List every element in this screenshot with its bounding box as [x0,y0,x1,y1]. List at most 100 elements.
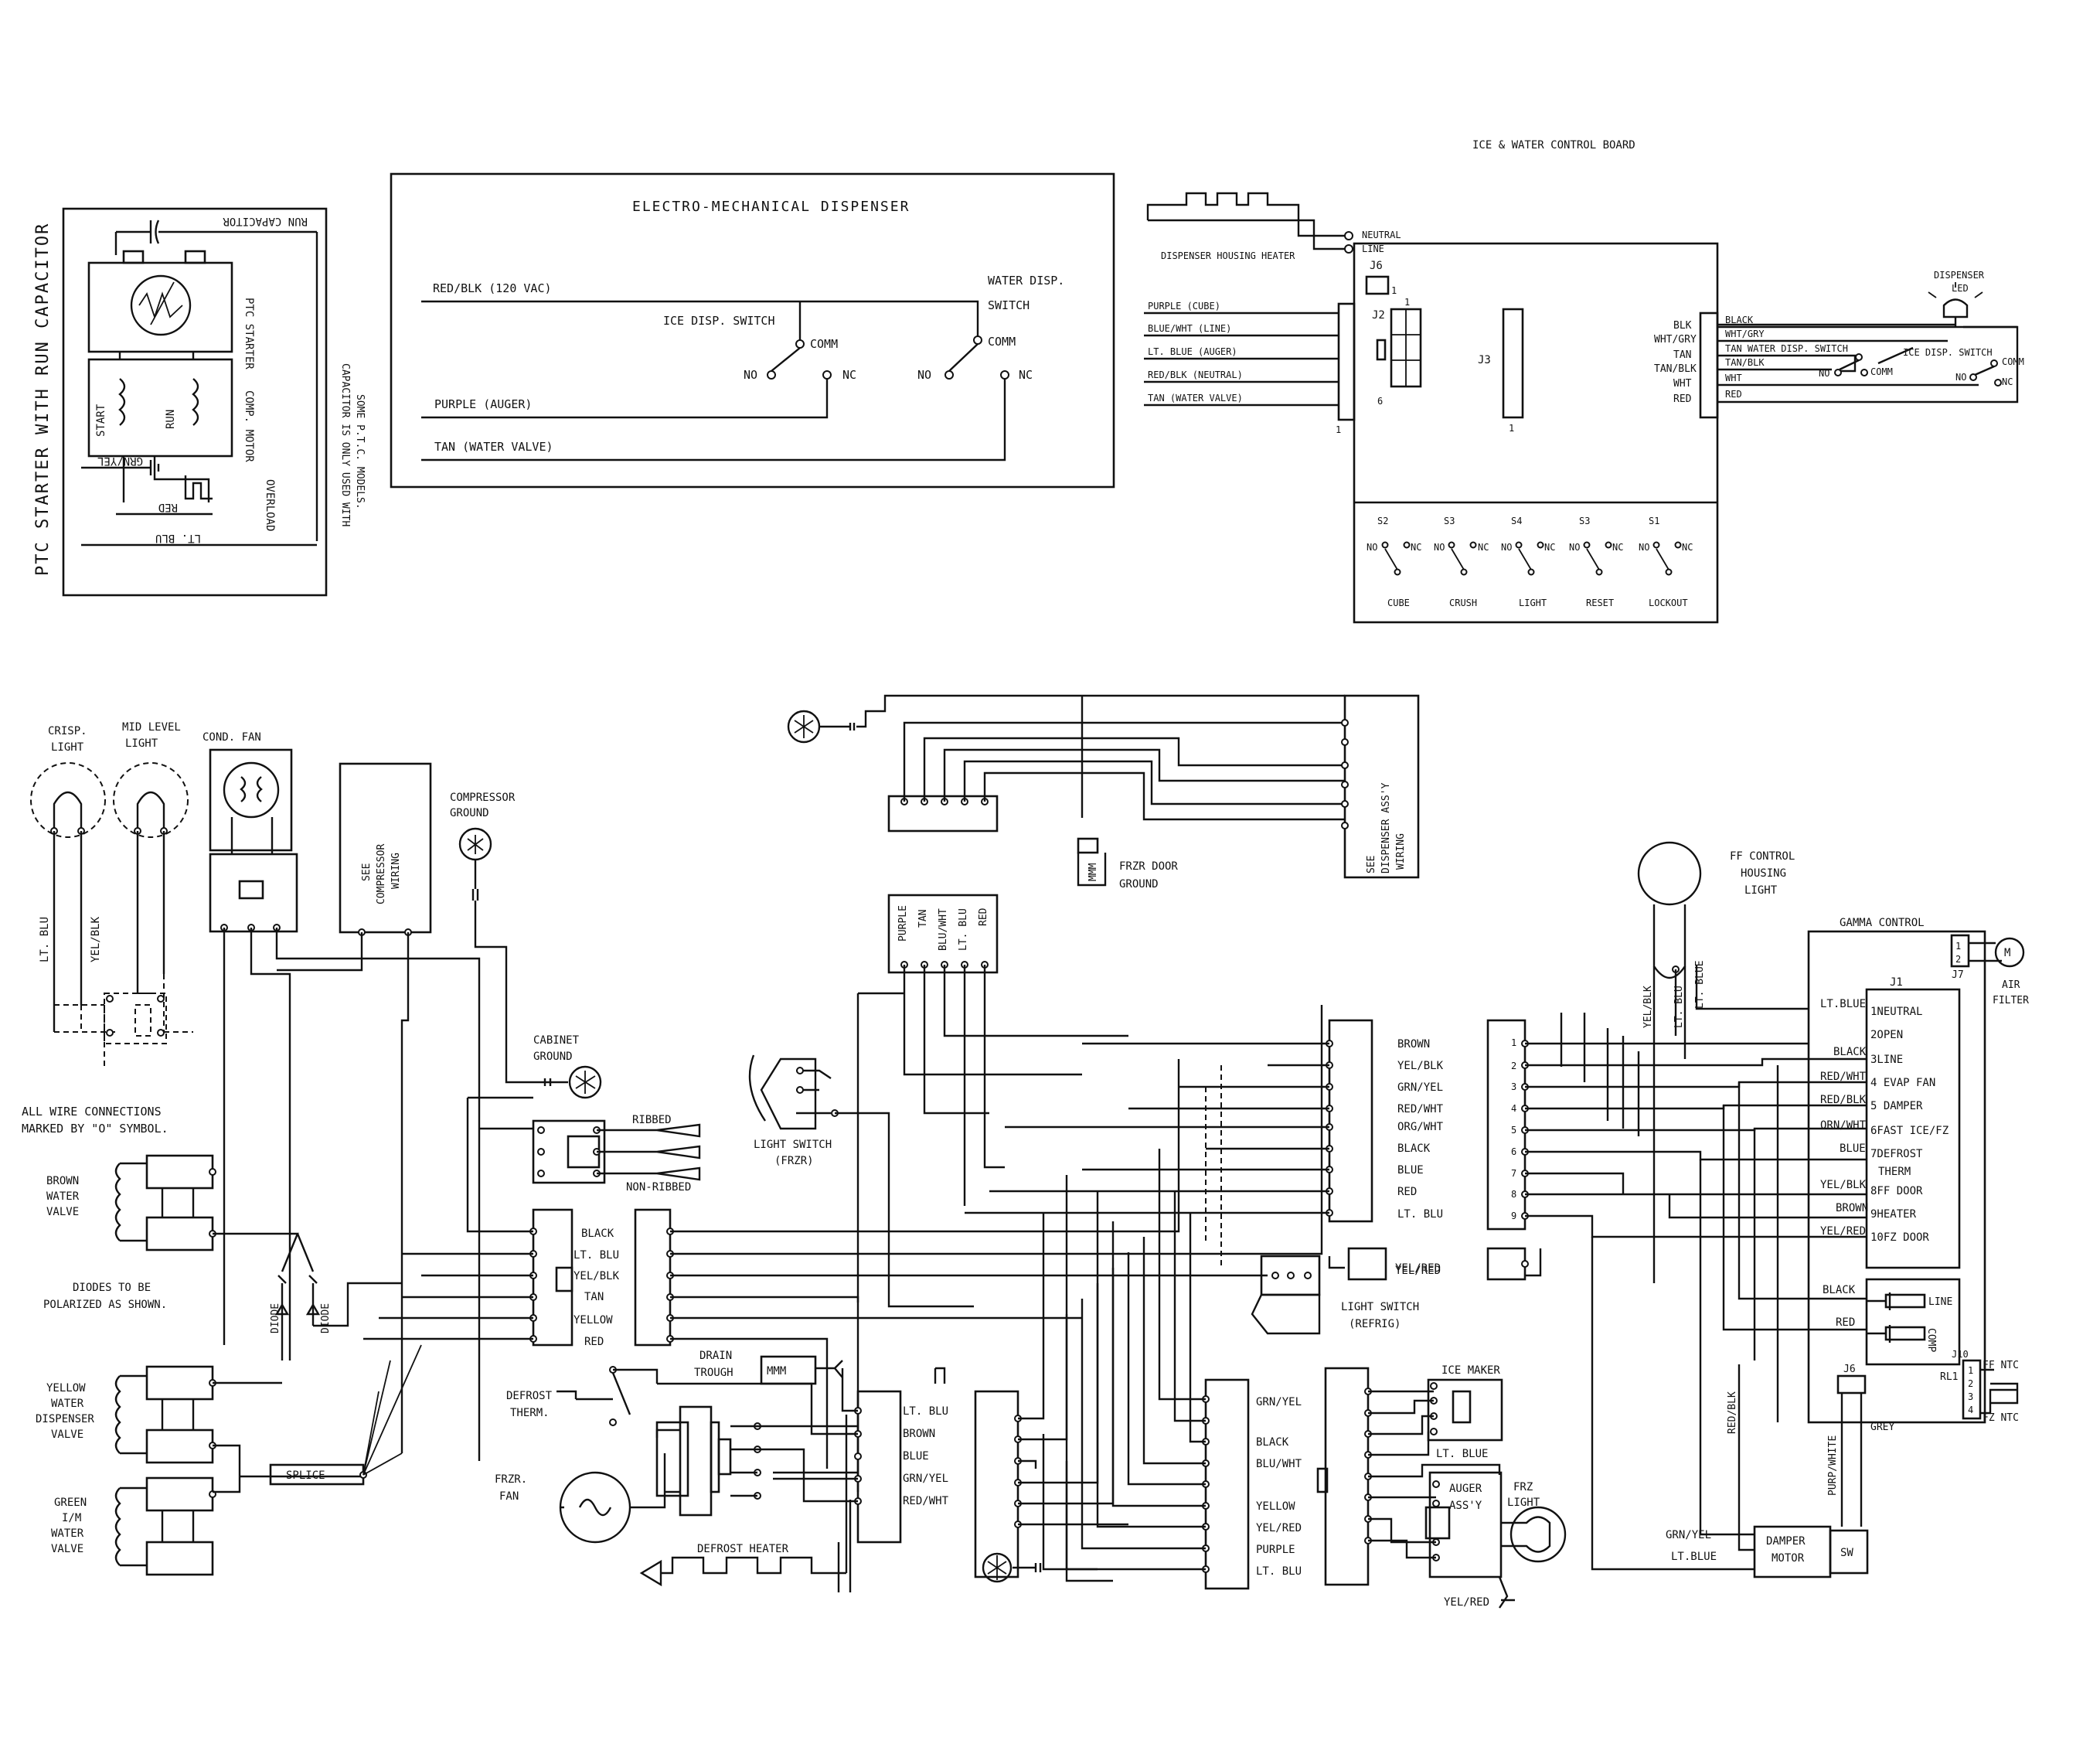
yel-blk-vertical-label: YEL/BLK [90,916,102,962]
pin-label: BROWN [903,1428,935,1440]
ptc-starter-label: PTC STARTER [243,298,255,369]
diodes-note-2: POLARIZED AS SHOWN. [43,1299,167,1311]
j6-connector [1365,275,1390,295]
j1-pin: 3LINE [1870,1054,1903,1066]
frz-light-label-2: LIGHT [1507,1497,1540,1509]
auger-box [1428,1471,1503,1578]
lt-blu-vertical-label: LT. BLU [39,917,51,962]
diode-label-2: DIODE [320,1303,332,1333]
switch-name: CRUSH [1449,598,1477,608]
wire-label: RED/BLK [1820,1094,1867,1106]
ptc-title: PTC STARTER WITH RUN CAPACITOR [33,223,53,576]
j1-label: J1 [1890,976,1903,989]
lower-connector-left [974,1390,1019,1578]
lt-blue-gamma-label: LT.BLUE [1671,1551,1717,1563]
j10-label: J10 [1952,1349,1969,1360]
ice-no-label: NO [744,368,757,382]
left-lights-section: CRISP. LIGHT MID LEVEL LIGHT COND. FAN S… [30,721,545,1461]
overload-label: OVERLOAD [264,479,276,531]
frzr-fan-connector [655,1405,761,1517]
overload-icon [184,475,213,500]
ff-light-label-3: LIGHT [1744,884,1778,897]
ice-disp-switch-label: ICE DISP. SWITCH [1903,347,1993,358]
switch-reset: S3 NO NC RESET [1569,516,1623,608]
cabinet-ground-icon [543,1065,602,1099]
wire-label: RED/WHT [1820,1071,1867,1083]
wire-label: YEL/BLK [1820,1179,1867,1191]
left-harness-pin: 1 [1336,424,1341,435]
right-center-section: BROWN YEL/BLK GRN/YEL RED/WHT ORG/WHT BL… [965,1019,1567,1609]
switch-name: LOCKOUT [1649,598,1688,608]
ice-water-control-board-section: ICE & WATER CONTROL BOARD DISPENSER HOUS… [1144,139,2024,624]
fz-ntc-label: FZ NTC [1983,1412,2019,1424]
upper-ground-icon [787,694,1345,744]
gamma-wiring [1525,1013,1867,1422]
left-harness-wires: PURPLE (CUBE) BLUE/WHT (LINE) LT. BLUE (… [1144,301,1339,407]
j1-wire-labels: LT.BLUE BLACK RED/WHT RED/BLK ORN/WHT BL… [1820,998,1868,1238]
wire-label: WHT/GRY [1725,329,1765,339]
green-im-water-valve: GREEN I/M WATER VALVE [51,1476,216,1576]
lower-connector-right [1204,1378,1250,1590]
switch-nc: NC [1478,542,1489,553]
pin-label: PURPLE [1256,1544,1295,1556]
pin-label: LT. BLU [574,1249,619,1262]
pin-number: 2 [1511,1061,1516,1071]
ice-nc-label: NC [842,368,856,382]
valve-label: VALVE [51,1429,83,1441]
pin-number: 3 [1511,1081,1516,1092]
valve-label: YELLOW [46,1382,86,1395]
frzr-door-mmm-label: MMM [1087,863,1099,881]
frzr-fan-label-1: FRZR. [495,1473,527,1486]
tan-water-valve-label: TAN (WATER VALVE) [434,440,553,454]
damper-motor-label-2: MOTOR [1772,1552,1805,1565]
harness-wire: TAN (WATER VALVE) [1148,393,1243,404]
comp-motor-box [87,358,233,458]
main-connector-left [532,1208,574,1347]
ice-switch-comm-label: COMM [2002,356,2024,367]
purp-white-label: PURP/WHITE [1827,1435,1839,1496]
switch-name: LIGHT [1519,598,1547,608]
ice-switch-nc-label: NC [2002,376,2013,387]
pin-label: BLUE [1397,1164,1424,1177]
light-switch-frzr-label-1: LIGHT SWITCH [754,1139,832,1151]
pin-label: LT. BLU [903,1405,948,1418]
switch-id: S3 [1579,516,1590,526]
ice-maker-connector [1324,1367,1370,1586]
wire-label: BLUE [1840,1143,1866,1155]
auger-label-2: ASS'Y [1449,1500,1482,1512]
yel-red-bottom-label: YEL/RED [1444,1596,1489,1609]
pin-label: BLU/WHT [1256,1458,1302,1470]
switch-nc: NC [1682,542,1693,553]
defrost-heater-label: DEFROST HEATER [697,1543,789,1555]
j6-label: J6 [1370,260,1383,272]
upper-connector [887,795,999,833]
j1-pin: 6FAST ICE/FZ [1870,1125,1949,1137]
j7-pin-2: 2 [1955,954,1961,965]
cond-fan-box [209,748,293,852]
j7-connector [1950,934,1970,968]
lt-blue-label: LT. BLUE [1436,1448,1488,1460]
pin-label: GRN/YEL [903,1473,948,1485]
ribbed-label: RIBBED [632,1114,672,1126]
valve-label: WATER [51,1398,84,1410]
valve-label: WATER [51,1527,84,1540]
compressor-ground-label-2: GROUND [450,807,489,819]
grey-label: GREY [1870,1422,1894,1433]
ff-light-label-1: FF CONTROL [1730,850,1795,863]
frzr-light-switch-icon [748,1054,839,1130]
j2-label: J2 [1372,309,1385,322]
frz-light-label-1: FRZ [1513,1481,1533,1493]
valve-label: BROWN [46,1175,79,1187]
harness-wire: RED/BLK (NEUTRAL) [1148,369,1243,380]
j2-pin-1: 1 [1404,297,1410,308]
j10-pin: 4 [1968,1405,1973,1415]
switch-cube: S2 NO NC CUBE [1367,516,1421,608]
relay-line-label: LINE [1928,1296,1952,1308]
pin-label: BROWN [1397,1038,1430,1051]
gamma-control-board [1807,930,1986,1424]
valve-coil-icon [114,1162,147,1242]
main-connector-labels: BLACK LT. BLU YEL/BLK TAN YELLOW RED [574,1228,620,1348]
run-capacitor-label: RUN CAPACITOR [223,215,308,227]
switch-nc: NC [1612,542,1623,553]
